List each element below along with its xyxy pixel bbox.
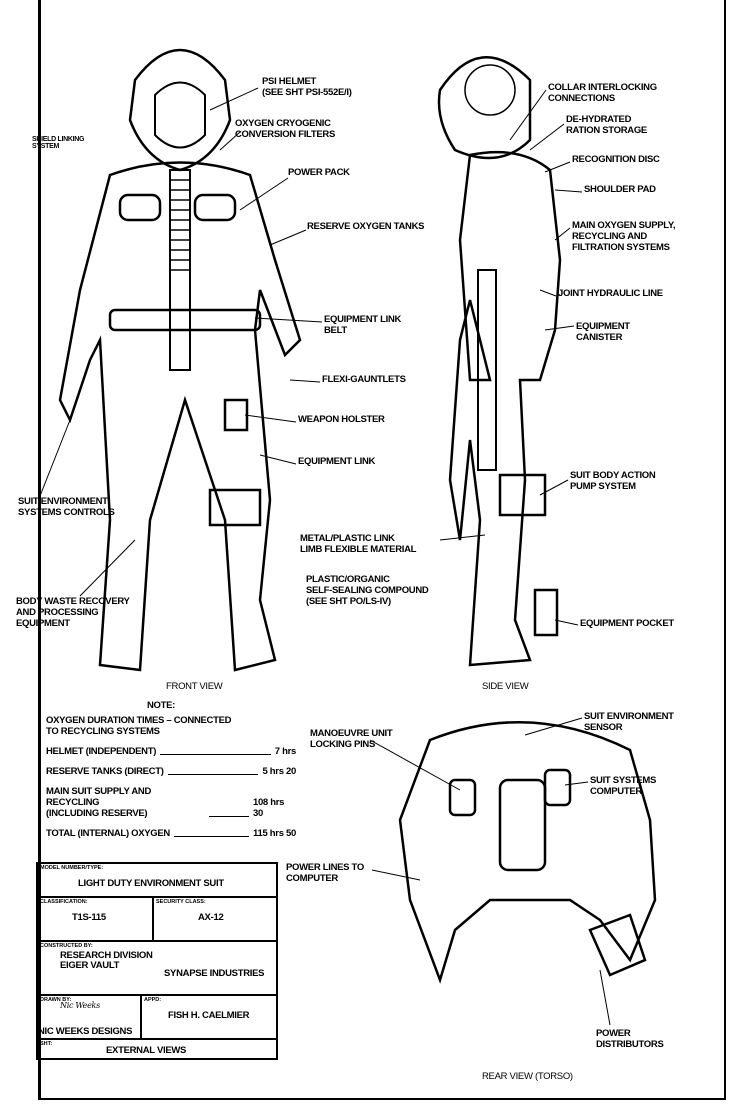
label-weapon-holster: WEAPON HOLSTER: [298, 414, 385, 425]
label-oxygen-filters: OXYGEN CRYOGENIC CONVERSION FILTERS: [235, 118, 335, 140]
constructed-caption: CONSTRUCTED BY:: [40, 943, 93, 949]
constructed-line-2: EIGER VAULT: [60, 960, 120, 971]
label-locking-pins: MANOEUVRE UNIT LOCKING PINS: [310, 728, 393, 750]
label-metal-link: METAL/PLASTIC LINK LIMB FLEXIBLE MATERIA…: [300, 533, 417, 555]
side-view-figure: [437, 56, 562, 667]
company-name: SYNAPSE INDUSTRIES: [164, 968, 265, 979]
label-power-pack: POWER PACK: [288, 167, 350, 178]
label-hydraulic: JOINT HYDRAULIC LINE: [558, 288, 663, 299]
label-shield-linking: SHIELD LINKING SYSTEM: [32, 136, 85, 150]
label-recognition-disc: RECOGNITION DISC: [572, 154, 660, 165]
label-canister: EQUIPMENT CANISTER: [576, 321, 630, 343]
label-env-sensor: SUIT ENVIRONMENT SENSOR: [584, 711, 674, 733]
classification-value: T1S-115: [72, 912, 106, 923]
label-main-oxygen: MAIN OXYGEN SUPPLY, RECYCLING AND FILTRA…: [572, 220, 676, 253]
note-row-value: 7 hrs: [274, 746, 297, 757]
note-intro: OXYGEN DURATION TIMES – CONNECTED TO REC…: [46, 715, 232, 737]
label-self-sealing: PLASTIC/ORGANIC SELF-SEALING COMPOUND (S…: [306, 574, 429, 607]
label-ration: DE-HYDRATED RATION STORAGE: [566, 114, 647, 136]
approved-value: FISH H. CAELMIER: [168, 1010, 250, 1021]
note-row-label: TOTAL (INTERNAL) OXYGEN: [46, 828, 170, 839]
label-reserve-tanks: RESERVE OXYGEN TANKS: [307, 221, 425, 232]
security-cell: SECURITY CLASS: AX-12: [154, 898, 276, 942]
note-row-label: HELMET (INDEPENDENT): [46, 746, 157, 757]
drawn-by-cell: DRAWN BY: Nic Weeks NIC WEEKS DESIGNS: [38, 996, 142, 1040]
label-equipment-link: EQUIPMENT LINK: [298, 456, 376, 467]
classification-cell: CLASSIFICATION: T1S-115: [38, 898, 154, 942]
approved-caption: APPD:: [144, 997, 162, 1003]
signature: Nic Weeks: [60, 1001, 100, 1010]
label-env-controls: SUIT ENVIRONMENT SYSTEMS CONTROLS: [18, 496, 115, 518]
label-shoulder-pad: SHOULDER PAD: [584, 184, 656, 195]
security-caption: SECURITY CLASS:: [156, 899, 206, 905]
drawing-border: [38, 0, 726, 1100]
front-view-figure: [58, 48, 302, 672]
model-value: LIGHT DUTY ENVIRONMENT SUIT: [78, 878, 224, 889]
note-row-value: 115 hrs 50: [253, 828, 296, 839]
constructed-line-1: RESEARCH DIVISION: [60, 950, 153, 961]
note-row-value: 5 hrs 20: [262, 766, 296, 777]
classification-caption: CLASSIFICATION:: [40, 899, 88, 905]
label-power-lines: POWER LINES TO COMPUTER: [286, 862, 364, 884]
model-caption: MODEL NUMBER/TYPE:: [40, 865, 104, 871]
rear-view-figure: [398, 721, 657, 984]
label-psi-helmet: PSI HELMET (SEE SHT PSI-552E/I): [262, 76, 352, 98]
note-row: HELMET (INDEPENDENT) 7 hrs: [46, 746, 296, 757]
label-equipment-belt: EQUIPMENT LINK BELT: [324, 314, 402, 336]
label-distributors: POWER DISTRIBUTORS: [596, 1028, 664, 1050]
oxygen-duration-note: NOTE: OXYGEN DURATION TIMES – CONNECTED …: [46, 700, 296, 839]
constructed-cell: CONSTRUCTED BY: RESEARCH DIVISION EIGER …: [38, 942, 276, 996]
drawn-by-value: NIC WEEKS DESIGNS: [38, 1026, 133, 1037]
drawn-caption: DRAWN BY:: [40, 997, 72, 1003]
note-row: TOTAL (INTERNAL) OXYGEN 115 hrs 50: [46, 828, 296, 839]
title-block: MODEL NUMBER/TYPE: LIGHT DUTY ENVIRONMEN…: [36, 862, 278, 1060]
note-row-label: MAIN SUIT SUPPLY AND RECYCLING (INCLUDIN…: [46, 786, 152, 819]
note-row: MAIN SUIT SUPPLY AND RECYCLING (INCLUDIN…: [46, 786, 296, 819]
sheet-caption: SHT:: [40, 1041, 53, 1047]
label-collar: COLLAR INTERLOCKING CONNECTIONS: [548, 82, 657, 104]
leader-lines: [39, 87, 611, 1026]
note-row-label: RESERVE TANKS (DIRECT): [46, 766, 164, 777]
note-row: RESERVE TANKS (DIRECT) 5 hrs 20: [46, 766, 296, 777]
label-waste-recovery: BODY WASTE RECOVERY AND PROCESSING EQUIP…: [16, 596, 130, 629]
label-computer: SUIT SYSTEMS COMPUTER: [590, 775, 657, 797]
label-pump: SUIT BODY ACTION PUMP SYSTEM: [570, 470, 656, 492]
front-view-title: FRONT VIEW: [166, 681, 223, 692]
rear-view-title: REAR VIEW (TORSO): [482, 1071, 573, 1082]
model-cell: MODEL NUMBER/TYPE: LIGHT DUTY ENVIRONMEN…: [38, 864, 276, 898]
side-view-title: SIDE VIEW: [482, 681, 529, 692]
label-flexi-gauntlets: FLEXI-GAUNTLETS: [322, 374, 406, 385]
note-row-value: 108 hrs 30: [252, 797, 285, 819]
security-value: AX-12: [198, 912, 224, 923]
note-heading: NOTE:: [146, 700, 176, 711]
approved-cell: APPD: FISH H. CAELMIER: [142, 996, 276, 1040]
sheet-value: EXTERNAL VIEWS: [106, 1045, 187, 1056]
label-pocket: EQUIPMENT POCKET: [580, 618, 674, 629]
sheet-cell: SHT: EXTERNAL VIEWS: [38, 1040, 276, 1058]
